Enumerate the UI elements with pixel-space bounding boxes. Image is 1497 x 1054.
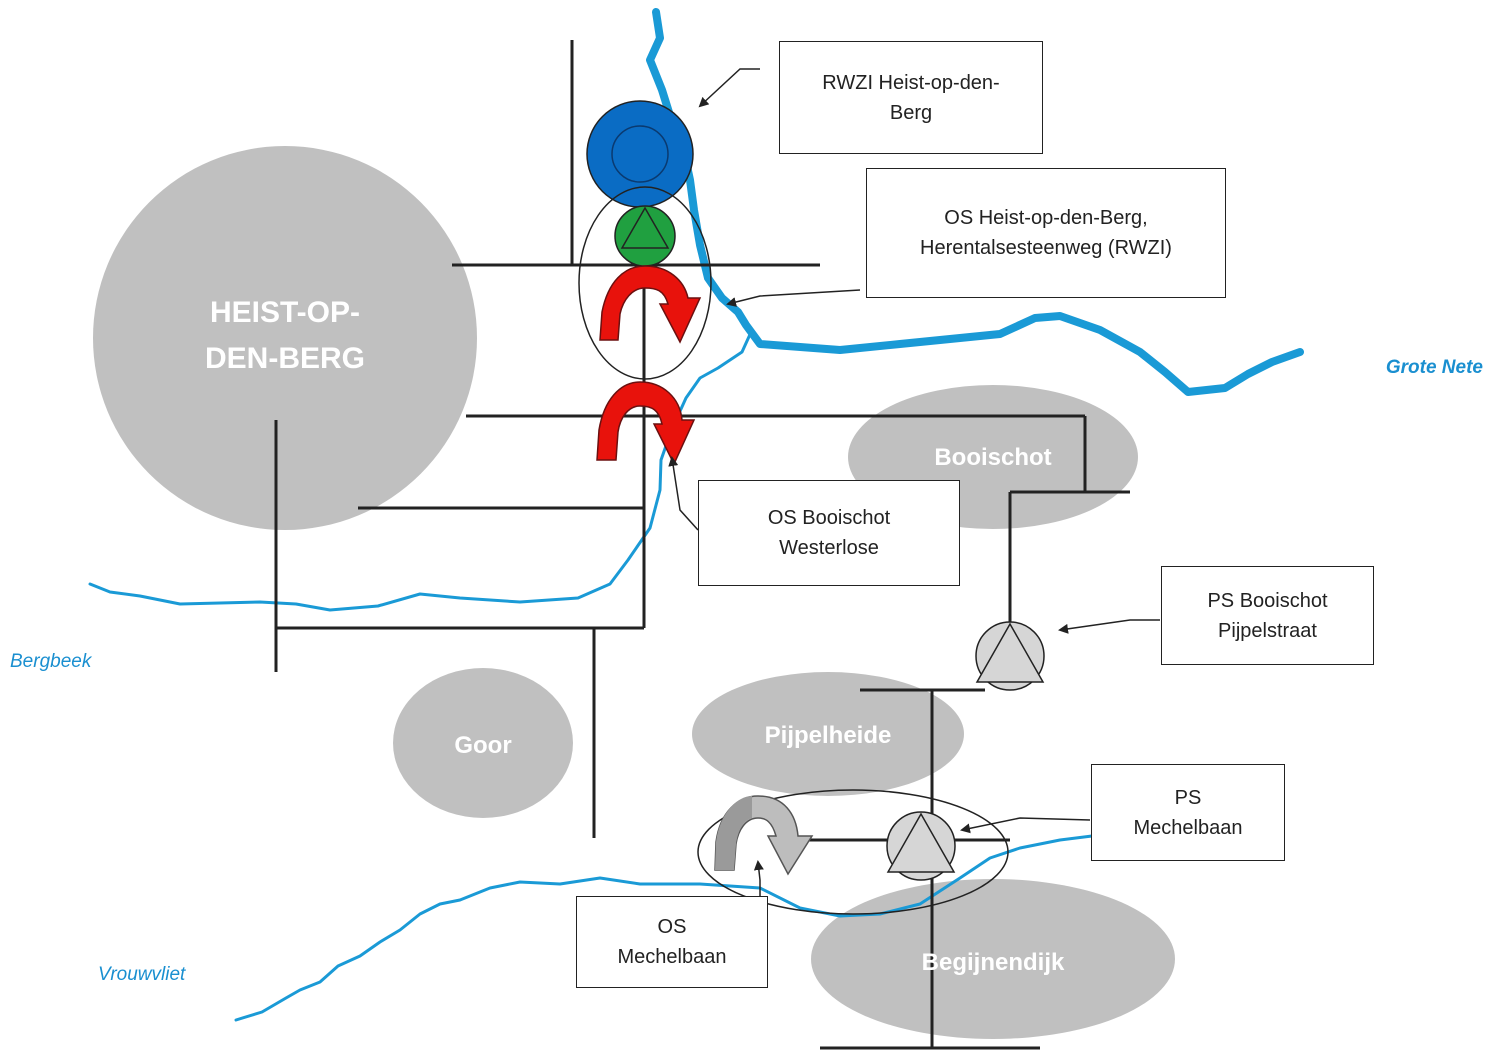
area-pijpelheide	[692, 672, 964, 796]
area-label-booischot: Booischot	[934, 444, 1051, 471]
callout-os-mechelbaan-line1: OS	[657, 916, 687, 938]
area-heist-op-den-berg	[93, 146, 477, 530]
callout-rwzi-line1: RWZI Heist-op-den-	[822, 71, 1000, 94]
overflow-arrow-heist-icon	[599, 265, 702, 344]
river-label-bergbeek: Bergbeek	[10, 651, 93, 672]
callout-rwzi-line2: Berg	[889, 101, 933, 124]
area-label-heist-2: DEN-BERG	[205, 342, 365, 375]
area-label-begijnendijk: Begijnendijk	[922, 949, 1065, 976]
callout-os-heist: OS Heist-op-den-Berg, Herentalsesteenweg…	[866, 168, 1226, 298]
area-label-heist-1: HEIST-OP-	[210, 296, 360, 329]
callout-os-heist-line1: OS Heist-op-den-Berg,	[944, 207, 1148, 229]
mechelbaan-group	[697, 789, 1009, 915]
area-label-pijpelheide: Pijpelheide	[765, 722, 892, 749]
river-tributary	[88, 328, 754, 612]
river-label-grote-nete: Grote Nete	[1386, 357, 1484, 378]
os-heist-group	[578, 186, 712, 380]
callout-os-booischot-line1: OS Booischot	[767, 507, 891, 529]
callout-ps-mechelbaan-line2: Mechelbaan	[1133, 816, 1243, 839]
callout-os-booischot-line2: Westerlose	[779, 537, 879, 559]
area-goor	[393, 668, 573, 818]
callout-rwzi: RWZI Heist-op-den- Berg	[779, 41, 1043, 154]
callout-leaders	[668, 68, 1160, 896]
overflow-arrow-booischot-icon	[596, 381, 696, 466]
callout-ps-mechelbaan-line1: PS	[1174, 786, 1202, 809]
callout-os-mechelbaan-line2: Mechelbaan	[617, 946, 727, 968]
ps-booischot-pump-icon	[975, 621, 1045, 691]
callout-os-booischot: OS Booischot Westerlose	[698, 480, 960, 586]
rwzi-icon	[586, 100, 694, 208]
callout-ps-booischot: PS Booischot Pijpelstraat	[1161, 566, 1374, 665]
callout-ps-booischot-line2: Pijpelstraat	[1218, 619, 1317, 642]
ps-mechelbaan-pump-icon	[886, 811, 956, 881]
callout-ps-booischot-line1: PS Booischot	[1207, 589, 1328, 612]
area-begijnendijk	[811, 879, 1175, 1039]
callout-os-mechelbaan: OS Mechelbaan	[576, 896, 768, 988]
area-label-goor: Goor	[454, 732, 511, 759]
river-label-vrouwvliet: Vrouwvliet	[98, 964, 186, 985]
river-vrouwvliet	[234, 834, 1094, 1022]
callout-os-heist-line2: Herentalsesteenweg (RWZI)	[920, 237, 1172, 259]
callout-ps-mechelbaan: PS Mechelbaan	[1091, 764, 1285, 861]
os-heist-green-icon	[614, 205, 676, 267]
